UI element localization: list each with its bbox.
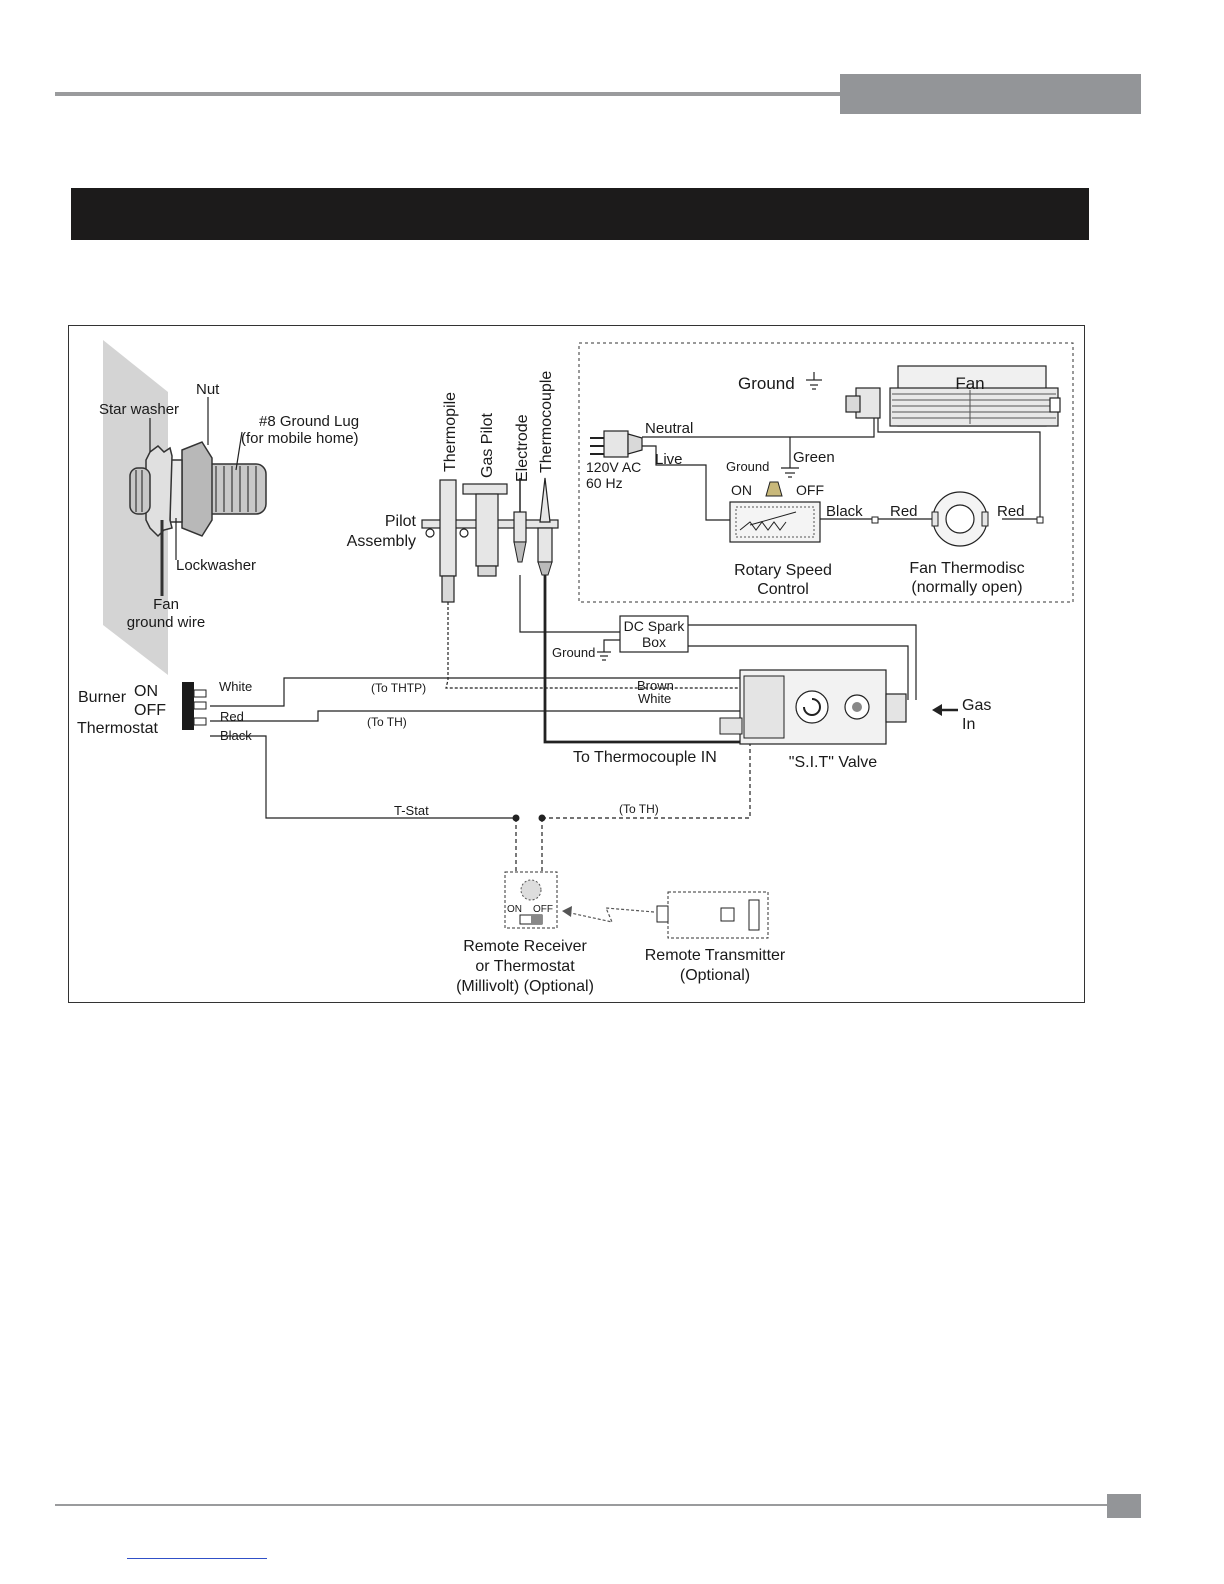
label-rotary-1: Rotary Speed <box>734 562 832 579</box>
label-on: ON <box>134 683 158 700</box>
thermocouple-shape <box>539 477 551 523</box>
label-black: Black <box>220 728 252 743</box>
electrode-shape <box>513 511 527 543</box>
label-black-wire: Black <box>826 503 863 520</box>
label-switch-off: OFF <box>796 482 824 498</box>
pilot-assembly: Thermopile Gas Pilot Electrode Thermocou… <box>347 371 559 603</box>
gas-pilot-shape <box>462 483 508 495</box>
header-rule <box>55 92 841 96</box>
label-receiver-1: Remote Receiver <box>463 938 587 955</box>
label-red-wire-1: Red <box>890 503 918 520</box>
label-sit-valve: "S.I.T" Valve <box>789 754 878 771</box>
label-rx-off: OFF <box>533 904 553 915</box>
label-brown: Brown <box>637 678 674 693</box>
ground-lug-illustration: Nut Star washer #8 Ground Lug (for mobil… <box>99 340 359 675</box>
label-fan: Fan <box>955 374 984 393</box>
section-title-bar <box>71 188 1089 240</box>
label-power-2: 60 Hz <box>586 475 623 491</box>
label-ground-lug-note: (for mobile home) <box>241 430 359 447</box>
label-to-th-2: (To TH) <box>619 802 659 816</box>
label-receiver-2: or Thermostat <box>475 958 575 975</box>
label-ground-spark: Ground <box>552 645 595 660</box>
label-red: Red <box>220 709 244 724</box>
label-receiver-3: (Millivolt) (Optional) <box>456 978 594 995</box>
star-washer-shape <box>145 445 173 538</box>
main-wiring <box>210 575 917 872</box>
label-spark-2: Box <box>642 634 666 650</box>
label-power-1: 120V AC <box>586 459 641 475</box>
label-off: OFF <box>134 702 166 719</box>
label-transmitter-1: Remote Transmitter <box>645 947 786 964</box>
remote-transmitter: Remote Transmitter (Optional) <box>645 891 786 984</box>
label-electrode: Electrode <box>514 414 531 482</box>
thermopile-shape <box>439 479 457 577</box>
page-number-tab <box>1107 1494 1141 1518</box>
label-rotary-2: Control <box>757 581 809 598</box>
label-pilot-assembly-1: Pilot <box>385 513 417 530</box>
nut-shape <box>181 441 213 537</box>
sit-valve: "S.I.T" Valve <box>719 669 907 771</box>
label-to-thermocouple-in: To Thermocouple IN <box>573 749 717 766</box>
label-ground-switch: Ground <box>726 459 769 474</box>
rotary-knob <box>765 481 783 497</box>
label-fan-ground-wire-1: Fan <box>153 596 179 613</box>
header-tab <box>840 74 1141 114</box>
label-lockwasher: Lockwasher <box>176 557 256 574</box>
label-rx-on: ON <box>507 904 522 915</box>
fan-circuit-box <box>578 342 1074 603</box>
label-pilot-assembly-2: Assembly <box>347 533 416 550</box>
label-thermostat: Thermostat <box>77 720 158 737</box>
rotary-speed-control <box>729 501 821 543</box>
label-ground-fan: Ground <box>738 374 795 393</box>
label-neutral: Neutral <box>645 420 693 437</box>
label-nut: Nut <box>196 381 220 398</box>
power-plug <box>603 430 629 458</box>
label-gas-pilot: Gas Pilot <box>479 413 496 478</box>
fan-circuit: Ground Fan 120V AC 60 Hz <box>578 342 1074 603</box>
label-thermodisc-1: Fan Thermodisc <box>909 560 1024 577</box>
footer-link[interactable] <box>127 1558 267 1559</box>
label-gas-1: Gas <box>962 697 991 714</box>
label-white: White <box>219 679 252 694</box>
label-to-thtp: (To THTP) <box>371 681 426 695</box>
label-live: Live <box>655 451 683 468</box>
label-to-th-1: (To TH) <box>367 715 407 729</box>
dc-spark-box <box>619 615 689 653</box>
footer-rule <box>55 1504 1107 1506</box>
label-red-wire-2: Red <box>997 503 1025 520</box>
label-spark-1: DC Spark <box>624 618 686 634</box>
label-burner: Burner <box>78 689 127 706</box>
label-green: Green <box>793 449 835 466</box>
label-thermodisc-2: (normally open) <box>911 579 1022 596</box>
label-transmitter-2: (Optional) <box>680 967 750 984</box>
diagram-frame <box>68 325 1085 1003</box>
label-thermocouple: Thermocouple <box>538 371 555 473</box>
burner-switch-shape <box>182 682 194 730</box>
label-ground-lug: #8 Ground Lug <box>259 413 359 430</box>
label-fan-ground-wire-2: ground wire <box>127 614 205 631</box>
label-white-valve: White <box>638 691 671 706</box>
label-star-washer: Star washer <box>99 401 179 418</box>
label-switch-on: ON <box>731 482 752 498</box>
remote-receiver: ON OFF Remote Receiver or Thermostat (Mi… <box>456 871 594 995</box>
label-thermopile: Thermopile <box>442 392 459 472</box>
burner-switch: Burner ON OFF Thermostat White Red Black <box>77 679 252 743</box>
label-t-stat: T-Stat <box>394 803 429 818</box>
label-gas-2: In <box>962 716 975 733</box>
